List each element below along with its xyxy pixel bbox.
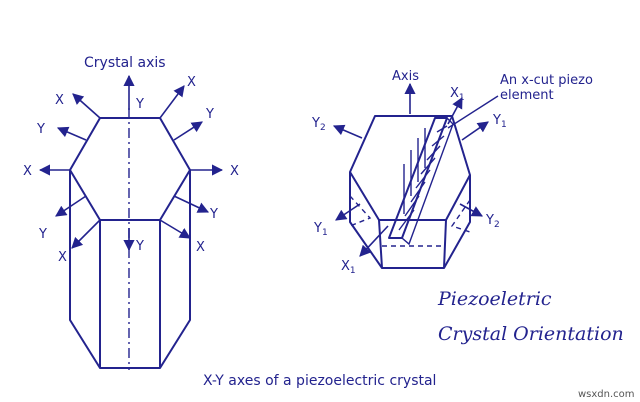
right-crystal-diagram: Axis An x-cut piezo element X1 Y2 Y1 Y1 …: [311, 69, 593, 276]
x-right-label: X: [230, 164, 239, 179]
left-prism-body: [69, 170, 191, 369]
right-prism-edge-left: [378, 219, 383, 269]
right-prism-body: [349, 172, 471, 269]
x-upper-left-label: X: [55, 93, 64, 108]
element-label-line1: An x-cut piezo: [500, 73, 593, 88]
title-line2: Crystal Orientation: [438, 323, 624, 345]
crystal-axis-label: Crystal axis: [84, 55, 166, 71]
y-lower-right-label: Y: [209, 207, 218, 222]
x1-top-label: X1: [450, 86, 465, 103]
left-hexagon-outline: [69, 117, 191, 221]
y-mid-label: Y: [135, 239, 144, 254]
x-upper-right-label: X: [187, 75, 196, 90]
element-label-line2: element: [500, 88, 554, 103]
y2-left-label: Y2: [311, 116, 326, 133]
x-cut-piezo-element: [388, 116, 454, 246]
y-top-label: Y: [135, 97, 144, 112]
watermark: wsxdn.com: [578, 389, 635, 400]
diagram-caption: X-Y axes of a piezoelectric crystal: [203, 373, 436, 389]
arrow-y2-left: [332, 124, 363, 139]
x-lower-left-label: X: [58, 250, 67, 265]
arrow-x1-top: [447, 97, 463, 125]
arrow-y-lower-left: [55, 195, 87, 217]
right-axis-label: Axis: [392, 69, 419, 84]
left-crystal-diagram: Crystal axis Y Y X Y X Y X X Y Y X X: [23, 55, 239, 370]
y-lower-left-label: Y: [38, 227, 47, 242]
arrow-x-lower-right: [159, 219, 191, 239]
arrow-y1-right: [461, 121, 489, 141]
arrow-y-upper-right: [173, 121, 203, 141]
arrow-y2-lower-right: [459, 203, 483, 217]
x-lower-right-label: X: [196, 240, 205, 255]
right-hidden-edges-left: [349, 195, 372, 227]
right-prism-edge-right: [443, 219, 447, 269]
y1-right-label: Y1: [492, 113, 507, 130]
title-line1: Piezoeletric: [437, 288, 552, 310]
x1-bottom-label: X1: [341, 259, 356, 276]
element-leader-line: [447, 95, 499, 129]
right-hidden-edges-right: [450, 199, 471, 233]
arrow-x-upper-left: [72, 93, 101, 119]
y2-lower-right-label: Y2: [485, 213, 500, 230]
x-left-label: X: [23, 164, 32, 179]
y-upper-left-label: Y: [36, 122, 45, 137]
arrow-y-lower-right: [173, 195, 210, 213]
arrow-y1-lower-left: [335, 203, 361, 221]
arrow-x1-bottom: [359, 225, 389, 257]
y-upper-right-label: Y: [205, 107, 214, 122]
y1-lower-left-label: Y1: [313, 221, 328, 238]
arrow-x-lower-left: [71, 219, 101, 249]
arrow-x-upper-right: [159, 85, 185, 119]
right-hexagon-top: [349, 115, 471, 221]
arrow-y-upper-left: [56, 126, 87, 141]
